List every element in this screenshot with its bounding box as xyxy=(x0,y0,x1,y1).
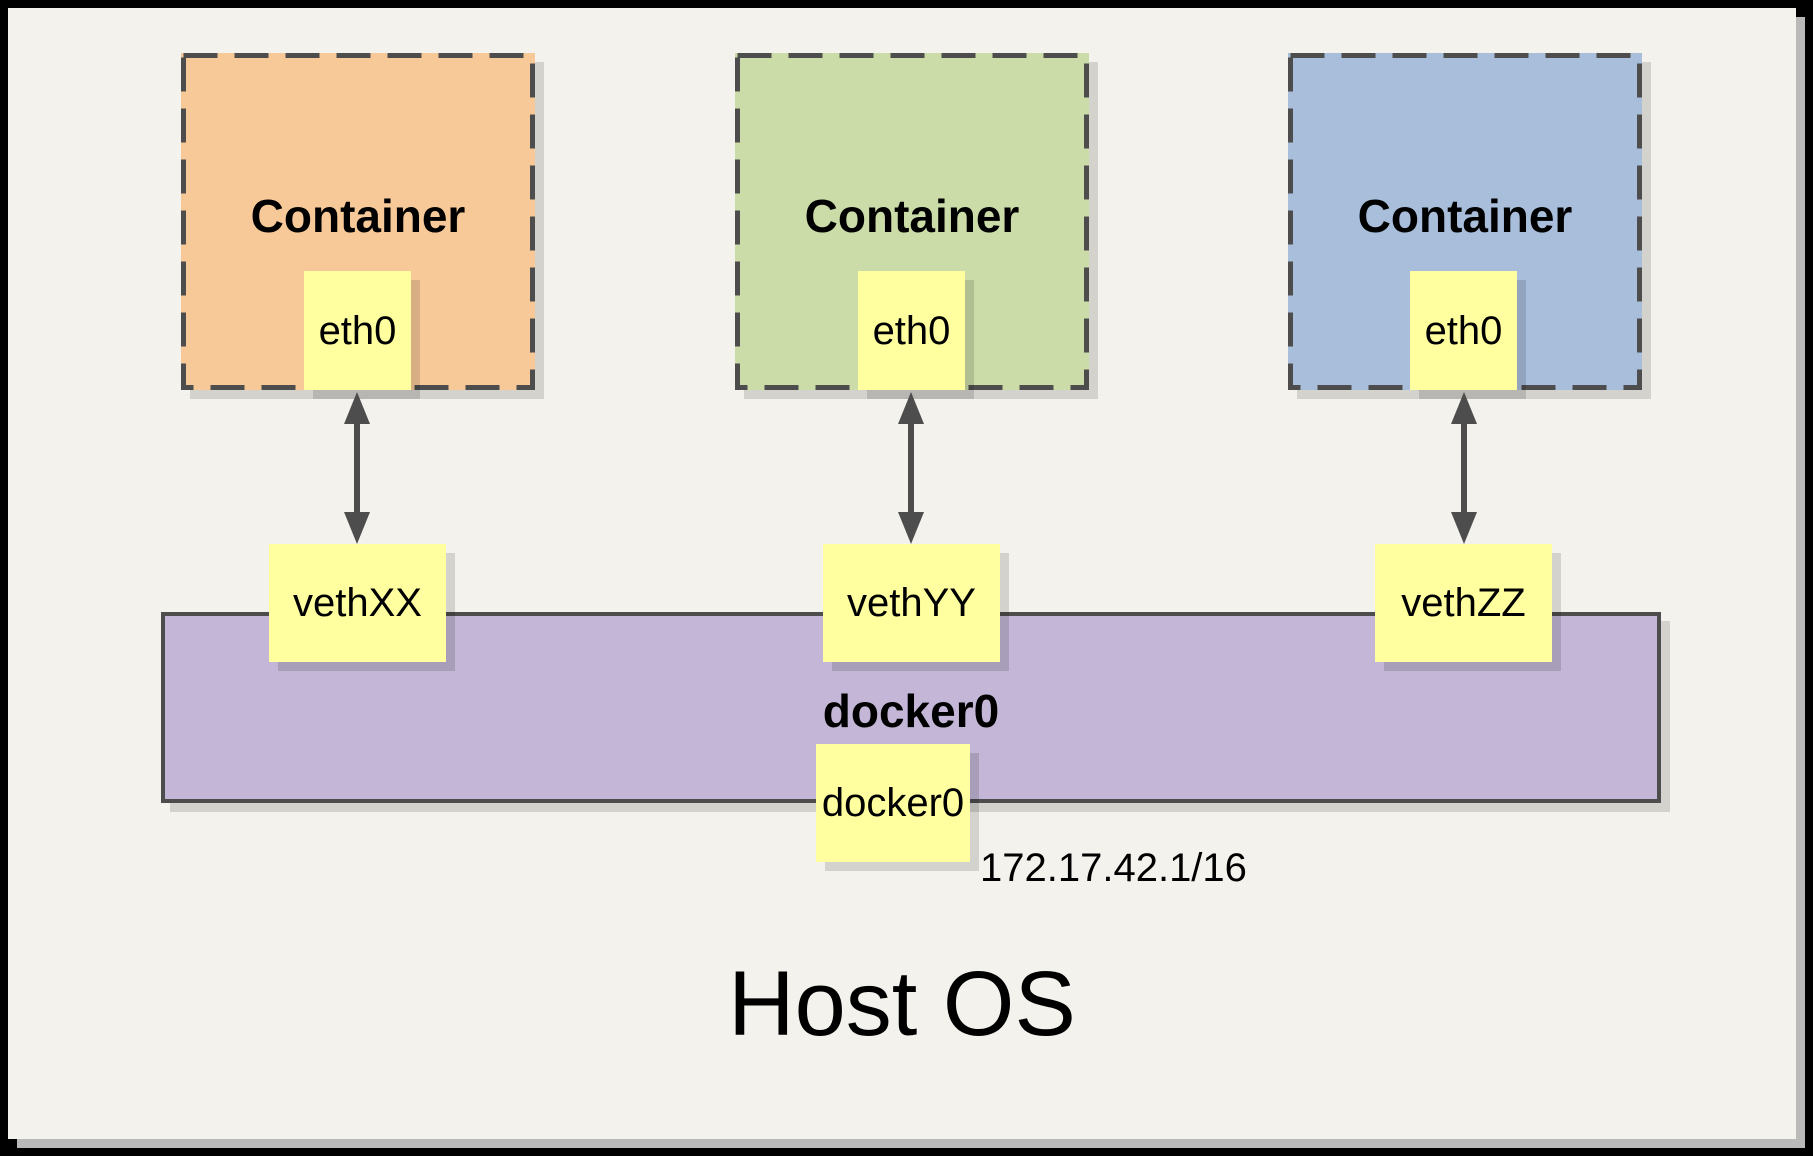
container-3-eth0-label: eth0 xyxy=(1424,308,1503,353)
docker0-bridge-label: docker0 xyxy=(822,685,1000,737)
container-box-2: Container eth0 xyxy=(735,53,1089,390)
container-1-eth0-box: eth0 xyxy=(304,271,411,390)
container-box-1: Container eth0 xyxy=(181,53,535,390)
container-1-eth0-label: eth0 xyxy=(318,308,397,353)
dashed-border xyxy=(735,53,1089,390)
docker0-interface-box: docker0 xyxy=(816,744,970,862)
container-box-3: Container eth0 xyxy=(1288,53,1642,390)
container-3-eth0-box: eth0 xyxy=(1410,271,1517,390)
vethYY-box: vethYY xyxy=(823,544,1000,662)
docker0-interface-label: docker0 xyxy=(821,781,965,825)
bridge-ip-label: 172.17.42.1/16 xyxy=(980,846,1247,890)
vethXX-box: vethXX xyxy=(269,544,446,662)
double-arrow-icon xyxy=(1451,392,1477,544)
container-2-label: Container xyxy=(804,190,1020,242)
double-arrow-icon xyxy=(344,392,370,544)
vethZZ-label: vethZZ xyxy=(1401,581,1526,625)
vethZZ-box: vethZZ xyxy=(1375,544,1552,662)
vethYY-label: vethYY xyxy=(847,581,976,625)
dashed-border xyxy=(181,53,535,390)
host-os-label: Host OS xyxy=(728,953,1076,1055)
docker-networking-diagram: Container eth0 Container eth0 Container … xyxy=(8,8,1796,1139)
vethXX-label: vethXX xyxy=(293,581,422,625)
double-arrow-icon xyxy=(898,392,924,544)
container-2-eth0-box: eth0 xyxy=(858,271,965,390)
dashed-border xyxy=(1288,53,1642,390)
container-3-label: Container xyxy=(1357,190,1573,242)
container-1-label: Container xyxy=(250,190,466,242)
container-2-eth0-label: eth0 xyxy=(872,308,951,353)
